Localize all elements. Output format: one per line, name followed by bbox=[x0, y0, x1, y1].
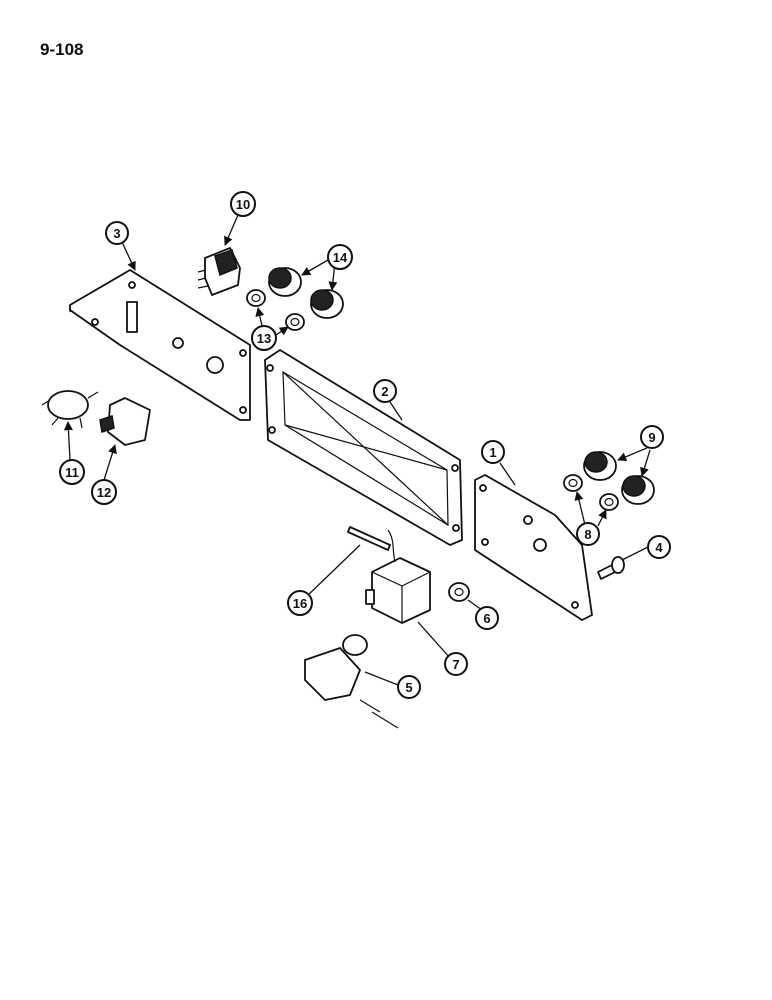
part-right-plate bbox=[474, 474, 593, 621]
svg-text:7: 7 bbox=[452, 657, 459, 672]
svg-text:11: 11 bbox=[65, 465, 79, 480]
callout-13: 13 bbox=[251, 325, 277, 351]
svg-text:3: 3 bbox=[113, 226, 120, 241]
callout-1: 1 bbox=[481, 440, 505, 464]
part-rocker-switch bbox=[197, 247, 241, 296]
svg-text:2: 2 bbox=[381, 384, 388, 399]
svg-text:9: 9 bbox=[648, 430, 655, 445]
callout-5: 5 bbox=[397, 675, 421, 699]
page-number: 9-108 bbox=[40, 40, 84, 59]
part-bracket bbox=[304, 634, 399, 729]
callout-8: 8 bbox=[576, 522, 600, 546]
part-nuts-top bbox=[246, 289, 305, 331]
part-knobs-top bbox=[268, 267, 344, 319]
svg-text:6: 6 bbox=[483, 611, 490, 626]
callout-6: 6 bbox=[475, 606, 499, 630]
part-knobs-right bbox=[583, 451, 655, 505]
svg-text:12: 12 bbox=[97, 485, 111, 500]
callout-14: 14 bbox=[327, 244, 353, 270]
part-sleeve bbox=[347, 526, 391, 551]
svg-text:10: 10 bbox=[236, 197, 250, 212]
callout-11: 11 bbox=[59, 459, 85, 485]
svg-text:8: 8 bbox=[584, 527, 591, 542]
part-rotary-switch bbox=[41, 390, 99, 429]
callout-16: 16 bbox=[287, 590, 313, 616]
svg-text:14: 14 bbox=[333, 250, 348, 265]
svg-text:5: 5 bbox=[405, 680, 412, 695]
part-toggle-switch bbox=[99, 397, 151, 446]
svg-text:13: 13 bbox=[257, 331, 271, 346]
part-left-panel bbox=[69, 269, 251, 421]
callout-7: 7 bbox=[444, 652, 468, 676]
part-switch-block bbox=[365, 529, 431, 624]
callout-4: 4 bbox=[647, 535, 671, 559]
part-frame bbox=[264, 349, 463, 546]
part-washer bbox=[448, 582, 470, 602]
part-nuts-right bbox=[563, 474, 619, 511]
callout-10: 10 bbox=[230, 191, 256, 217]
callout-12: 12 bbox=[91, 479, 117, 505]
svg-text:1: 1 bbox=[489, 445, 496, 460]
svg-text:4: 4 bbox=[655, 540, 663, 555]
callout-3: 3 bbox=[105, 221, 129, 245]
part-screw bbox=[597, 556, 625, 580]
callout-2: 2 bbox=[373, 379, 397, 403]
callout-9: 9 bbox=[640, 425, 664, 449]
svg-text:16: 16 bbox=[293, 596, 307, 611]
